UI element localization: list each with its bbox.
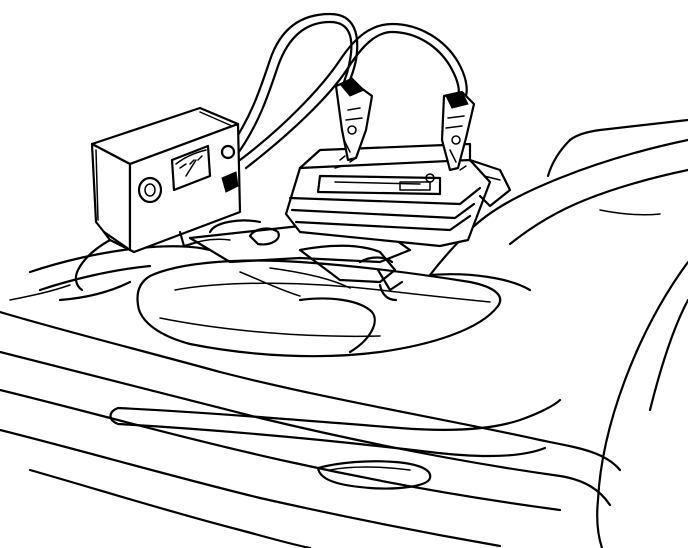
charger-ammeter-gauge [170, 144, 212, 192]
vehicle-battery [284, 142, 512, 248]
charger-cables [74, 12, 468, 292]
charger-clamp-negative [440, 90, 476, 172]
headlamp-assembly [136, 259, 502, 358]
charger-control-knob [137, 176, 163, 204]
open-hood-edge [428, 118, 688, 292]
charger-clamp-positive [334, 77, 374, 162]
front-bumper-fascia [0, 260, 688, 548]
battery-charger [90, 106, 242, 254]
